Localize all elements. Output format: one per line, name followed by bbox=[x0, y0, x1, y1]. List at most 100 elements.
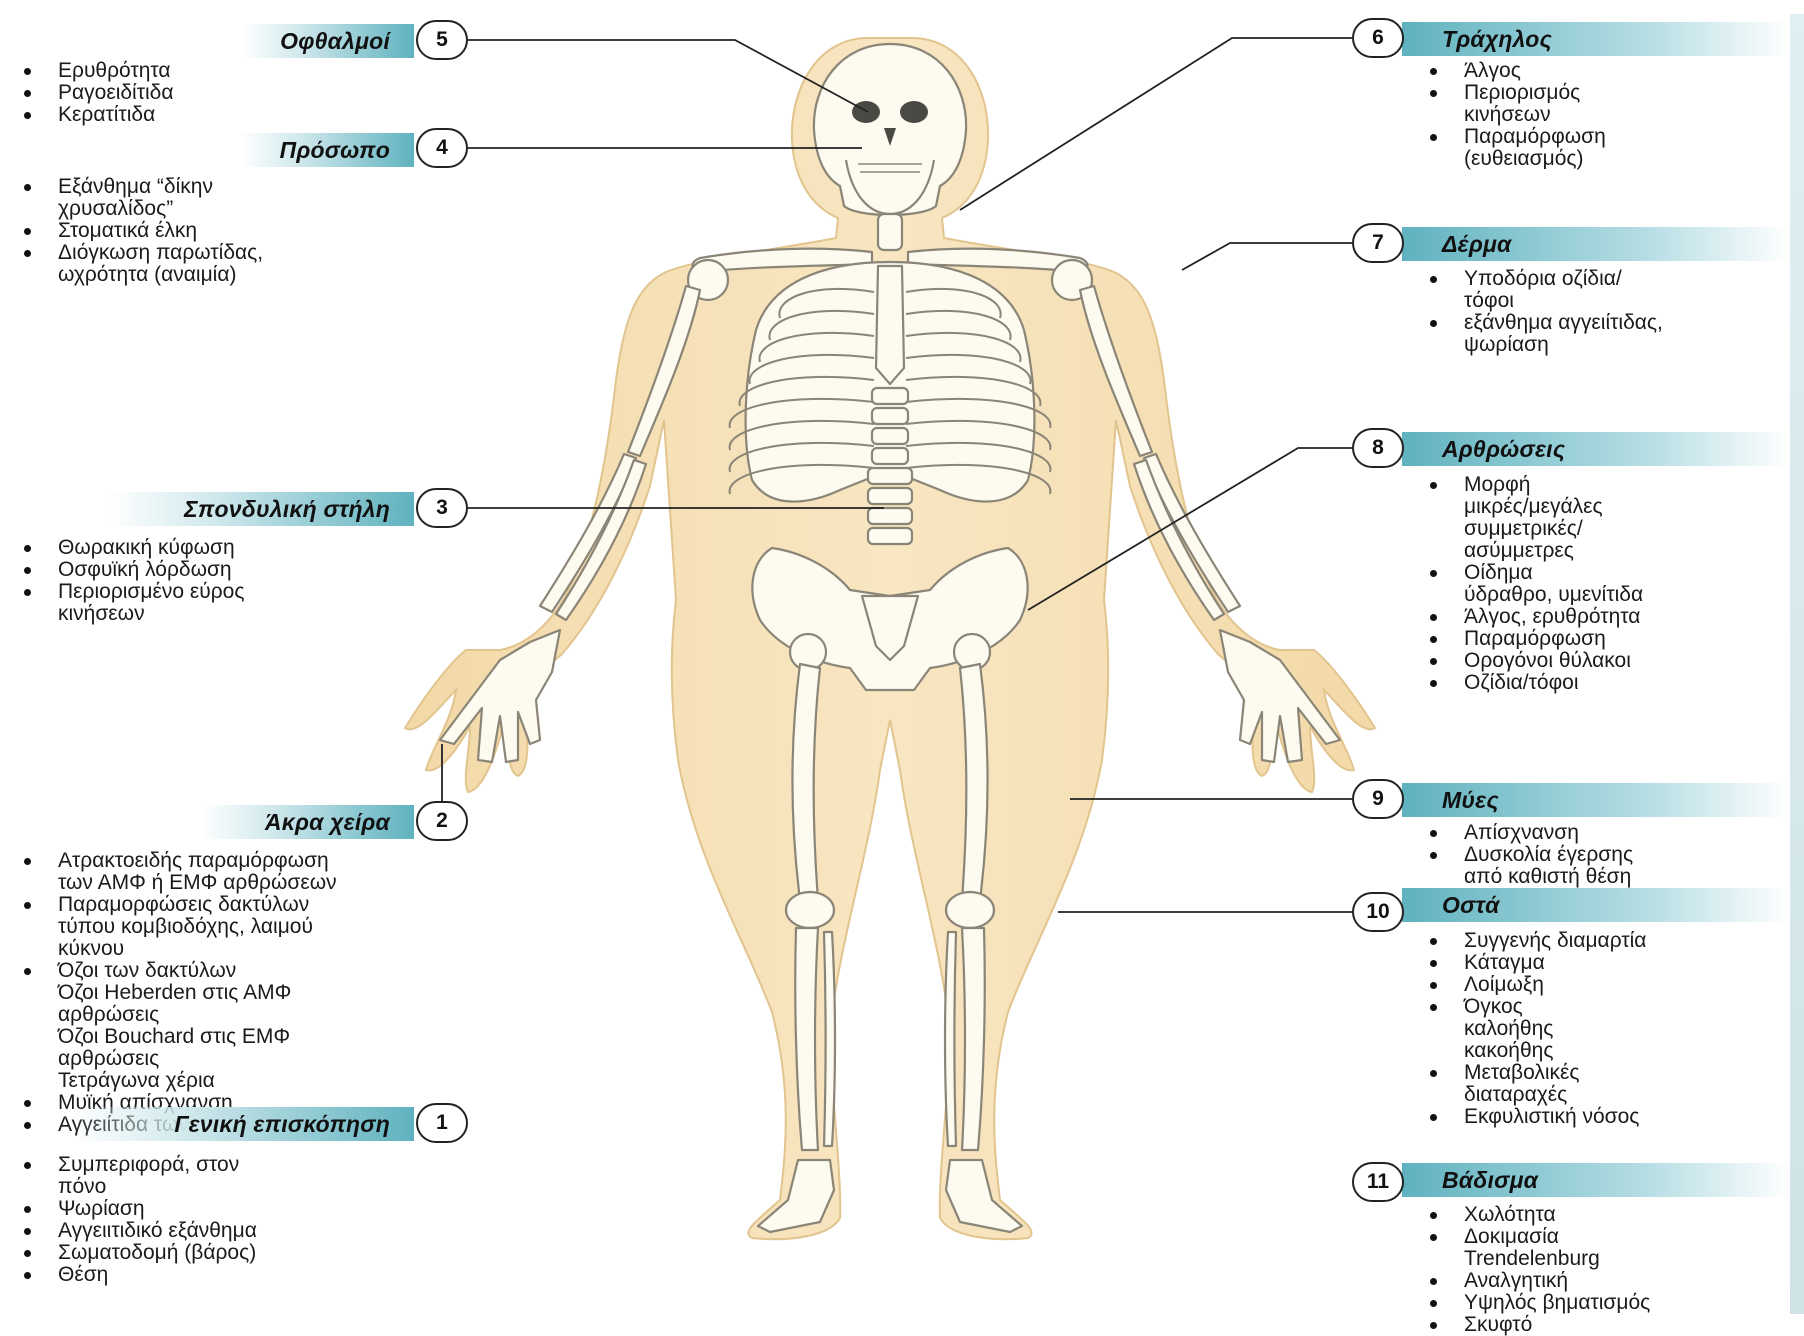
list-item: Σκυφτό bbox=[1422, 1314, 1650, 1336]
list-item: κινήσεων bbox=[16, 603, 244, 625]
section-header-neck: Τράχηλος bbox=[1402, 22, 1790, 56]
list-item: Συγγενής διαμαρτία bbox=[1422, 930, 1646, 952]
section-header-joints: Αρθρώσεις bbox=[1402, 432, 1790, 466]
list-item: τόφοι bbox=[1422, 290, 1663, 312]
right-tibia bbox=[962, 928, 985, 1150]
section-number-badge: 7 bbox=[1352, 223, 1404, 263]
section-title: Αρθρώσεις bbox=[1442, 436, 1565, 463]
list-item: κύκνου bbox=[16, 938, 337, 960]
list-item: Χωλότητα bbox=[1422, 1204, 1650, 1226]
section-number-badge: 10 bbox=[1352, 892, 1404, 932]
section-title: Δέρμα bbox=[1442, 231, 1512, 258]
list-item: μικρές/μεγάλες bbox=[1422, 496, 1643, 518]
vertebra bbox=[872, 428, 908, 444]
section-number-badge: 5 bbox=[416, 20, 468, 60]
list-item: διαταραχές bbox=[1422, 1084, 1646, 1106]
list-item: χρυσαλίδος” bbox=[16, 198, 263, 220]
section-title: Άκρα χείρα bbox=[265, 809, 390, 836]
list-item: Οίδημα bbox=[1422, 562, 1643, 584]
cervical-spine bbox=[878, 214, 902, 250]
section-title: Οφθαλμοί bbox=[280, 28, 390, 55]
list-item: συμμετρικές/ bbox=[1422, 518, 1643, 540]
list-item: Άλγος, ερυθρότητα bbox=[1422, 606, 1643, 628]
skeleton-bones-lower bbox=[440, 286, 1340, 1232]
list-item: Ορογόνοι θύλακοι bbox=[1422, 650, 1643, 672]
list-item: Οσφυϊκή λόρδωση bbox=[16, 559, 244, 581]
section-number-badge: 6 bbox=[1352, 18, 1404, 58]
section-header-skin: Δέρμα bbox=[1402, 227, 1790, 261]
list-item: Όγκος bbox=[1422, 996, 1646, 1018]
list-item: Κερατίτιδα bbox=[16, 104, 174, 126]
section-header-muscles: Μύες bbox=[1402, 783, 1790, 817]
section-number-badge: 9 bbox=[1352, 779, 1404, 819]
section-header-spine: Σπονδυλική στήλη bbox=[110, 492, 414, 526]
list-item: Υποδόρια οζίδια/ bbox=[1422, 268, 1663, 290]
list-item: Διόγκωση παρωτίδας, bbox=[16, 242, 263, 264]
list-item: Παραμορφώσεις δακτύλων bbox=[16, 894, 337, 916]
section-header-gait: Βάδισμα bbox=[1402, 1163, 1790, 1197]
list-item: Παραμόρφωση bbox=[1422, 126, 1606, 148]
section-items-spine: Θωρακική κύφωσηΟσφυϊκή λόρδωσηΠεριορισμέ… bbox=[16, 537, 244, 625]
list-item: Μορφή bbox=[1422, 474, 1643, 496]
list-item: των ΑΜΦ ή ΕΜΦ αρθρώσεων bbox=[16, 872, 337, 894]
list-item: Ραγοειδίτιδα bbox=[16, 82, 174, 104]
list-item: Ερυθρότητα bbox=[16, 60, 174, 82]
list-item: Παραμόρφωση bbox=[1422, 628, 1643, 650]
list-item: Συμπεριφορά, στον bbox=[16, 1154, 257, 1176]
list-item: Όζοι των δακτύλων bbox=[16, 960, 337, 982]
list-item: Αναλγητική bbox=[1422, 1270, 1650, 1292]
section-header-face: Πρόσωπο bbox=[240, 133, 414, 167]
section-number-badge: 1 bbox=[416, 1103, 468, 1143]
list-item: Περιορισμός bbox=[1422, 82, 1606, 104]
page-edge-bar bbox=[1790, 14, 1804, 1314]
list-item: αρθρώσεις bbox=[16, 1048, 337, 1070]
leader-line-skin bbox=[1182, 243, 1352, 270]
list-item: από καθιστή θέση bbox=[1422, 866, 1633, 888]
list-item: καλοήθης bbox=[1422, 1018, 1646, 1040]
list-item: Εξάνθημα “δίκην bbox=[16, 176, 263, 198]
list-item: Όζοι Bouchard στις ΕΜΦ bbox=[16, 1026, 337, 1048]
list-item: κινήσεων bbox=[1422, 104, 1606, 126]
right-fibula bbox=[945, 932, 956, 1146]
list-item: εξάνθημα αγγειίτιδας, bbox=[1422, 312, 1663, 334]
section-title: Βάδισμα bbox=[1442, 1167, 1538, 1194]
list-item: ασύμμετρες bbox=[1422, 540, 1643, 562]
list-item: Αγγειιτιδικό εξάνθημα bbox=[16, 1220, 257, 1242]
list-item: Στοματικά έλκη bbox=[16, 220, 263, 242]
list-item: Δοκιμασία bbox=[1422, 1226, 1650, 1248]
section-title: Οστά bbox=[1442, 892, 1500, 919]
section-header-eyes: Οφθαλμοί bbox=[240, 24, 414, 58]
section-title: Μύες bbox=[1442, 787, 1499, 814]
section-header-bones: Οστά bbox=[1402, 888, 1790, 922]
sternum bbox=[876, 266, 904, 384]
list-item: τύπου κομβιοδόχης, λαιμού bbox=[16, 916, 337, 938]
vertebra bbox=[868, 508, 912, 524]
vertebra bbox=[868, 468, 912, 484]
list-item: αρθρώσεις bbox=[16, 1004, 337, 1026]
vertebra bbox=[872, 448, 908, 464]
list-item: ψωρίαση bbox=[1422, 334, 1663, 356]
list-item: Κάταγμα bbox=[1422, 952, 1646, 974]
list-item: Τετράγωνα χέρια bbox=[16, 1070, 337, 1092]
list-item: Μεταβολικές bbox=[1422, 1062, 1646, 1084]
list-item: Απίσχνανση bbox=[1422, 822, 1633, 844]
section-number-badge: 3 bbox=[416, 488, 468, 528]
list-item: Θωρακική κύφωση bbox=[16, 537, 244, 559]
list-item: Υψηλός βηματισμός bbox=[1422, 1292, 1650, 1314]
leader-line-neck bbox=[960, 38, 1352, 210]
list-item: πόνο bbox=[16, 1176, 257, 1198]
list-item: ωχρότητα (αναιμία) bbox=[16, 264, 263, 286]
section-header-general: Γενική επισκόπηση bbox=[70, 1107, 414, 1141]
list-item: ύδραθρο, υμενίτιδα bbox=[1422, 584, 1643, 606]
section-title: Τράχηλος bbox=[1442, 26, 1552, 53]
vertebra bbox=[868, 488, 912, 504]
list-item: Δυσκολία έγερσης bbox=[1422, 844, 1633, 866]
